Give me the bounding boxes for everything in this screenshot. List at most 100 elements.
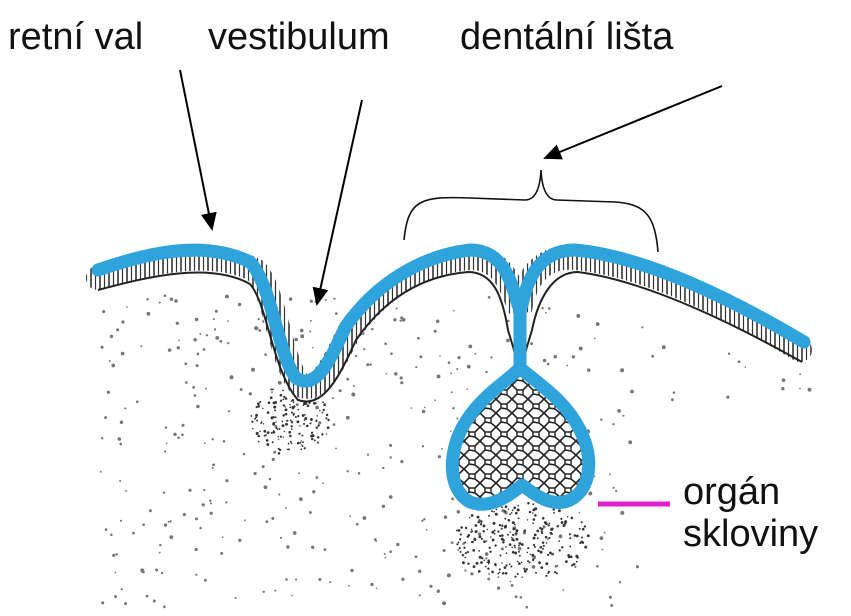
dense-dot <box>556 572 558 574</box>
dense-dot <box>534 507 537 510</box>
mesenchyme-dot <box>161 572 163 574</box>
mesenchyme-dot <box>119 443 122 446</box>
dense-dot <box>259 401 261 403</box>
mesenchyme-dot <box>333 423 336 426</box>
dense-dot <box>280 436 282 438</box>
dense-dot <box>267 411 270 414</box>
dense-dot <box>504 526 507 529</box>
mesenchyme-dot <box>596 322 600 326</box>
mesenchyme-dot <box>423 518 425 520</box>
dense-dot <box>263 423 264 424</box>
mesenchyme-dot <box>468 344 472 348</box>
mesenchyme-dot <box>439 355 441 357</box>
dense-dot <box>484 560 486 562</box>
mesenchyme-dot <box>487 578 490 581</box>
dense-dot <box>327 419 329 421</box>
dense-dot <box>456 543 458 545</box>
mesenchyme-dot <box>100 471 102 473</box>
dense-dot <box>509 543 512 546</box>
dense-dot <box>264 435 266 437</box>
dense-dot <box>275 416 277 418</box>
mesenchyme-dot <box>574 566 576 568</box>
mesenchyme-dot <box>101 437 103 439</box>
mesenchyme-dot <box>176 322 179 325</box>
mesenchyme-dot <box>456 417 458 419</box>
dense-dot <box>467 551 469 553</box>
mesenchyme-dot <box>195 548 198 551</box>
mesenchyme-dot <box>559 534 563 538</box>
dense-dot <box>514 576 516 578</box>
mesenchyme-dot <box>350 569 353 572</box>
dense-dot <box>550 532 553 535</box>
dense-dot <box>282 424 285 427</box>
dense-dot <box>521 576 523 578</box>
dense-dot <box>527 502 530 505</box>
dense-dot <box>556 525 558 527</box>
dense-dot <box>323 409 325 411</box>
dense-dot <box>279 449 281 451</box>
dense-dot <box>299 425 301 427</box>
dense-dot <box>288 431 291 434</box>
dense-dot <box>535 572 537 574</box>
mesenchyme-dot <box>363 516 367 520</box>
dense-dot <box>554 571 556 573</box>
mesenchyme-dot <box>617 409 621 413</box>
arrow-retni-val <box>180 70 212 229</box>
mesenchyme-dot <box>278 493 280 495</box>
mesenchyme-dot <box>384 553 386 555</box>
dense-dot <box>533 518 536 521</box>
dense-dot <box>258 441 260 443</box>
mesenchyme-dot <box>348 585 350 587</box>
dense-dot <box>469 517 470 518</box>
mesenchyme-dot <box>562 589 564 591</box>
mesenchyme-dot <box>332 397 334 399</box>
dense-dot <box>278 436 280 438</box>
dense-dot <box>277 429 278 430</box>
mesenchyme-dot <box>177 346 180 349</box>
mesenchyme-dot <box>195 517 198 520</box>
mesenchyme-dot <box>615 490 617 492</box>
dense-dot <box>291 428 293 430</box>
mesenchyme-dot <box>227 320 229 322</box>
dense-dot <box>317 436 320 439</box>
dense-dot <box>488 563 490 565</box>
mesenchyme-dot <box>299 497 303 501</box>
dense-dot <box>316 426 318 428</box>
mesenchyme-dot <box>609 473 611 475</box>
dense-dot <box>300 442 302 444</box>
mesenchyme-dot <box>543 359 547 363</box>
dense-dot <box>489 551 491 553</box>
dense-dot <box>481 557 483 559</box>
dense-dot <box>278 452 281 455</box>
dense-dot <box>488 515 490 517</box>
mesenchyme-dot <box>545 312 547 314</box>
dense-dot <box>291 425 293 427</box>
mesenchyme-dot <box>541 307 543 309</box>
dense-dot <box>472 549 475 552</box>
dense-dot <box>485 566 487 568</box>
dense-dot <box>499 568 501 570</box>
mesenchyme-dot <box>174 299 178 303</box>
mesenchyme-dot <box>382 467 384 469</box>
dense-dot <box>310 418 313 421</box>
dense-dot <box>569 537 571 539</box>
dense-dot <box>464 542 466 544</box>
dense-dot <box>274 401 277 404</box>
mesenchyme-dot <box>155 568 158 571</box>
dense-dot <box>514 524 516 526</box>
mesenchyme-dot <box>285 578 288 581</box>
dense-dot <box>475 524 478 527</box>
mesenchyme-dot <box>199 333 201 335</box>
mesenchyme-dot <box>146 312 150 316</box>
dense-dot <box>491 571 494 574</box>
dense-dot <box>515 538 518 541</box>
mesenchyme-dot <box>610 604 613 607</box>
dense-dot <box>512 521 515 524</box>
dense-dot <box>288 443 290 445</box>
dense-dot <box>575 555 578 558</box>
dense-dot <box>290 419 292 421</box>
mesenchyme-dot <box>110 335 113 338</box>
mesenchyme-dot <box>266 520 269 523</box>
mesenchyme-dot <box>115 572 117 574</box>
dense-dot <box>266 443 269 446</box>
